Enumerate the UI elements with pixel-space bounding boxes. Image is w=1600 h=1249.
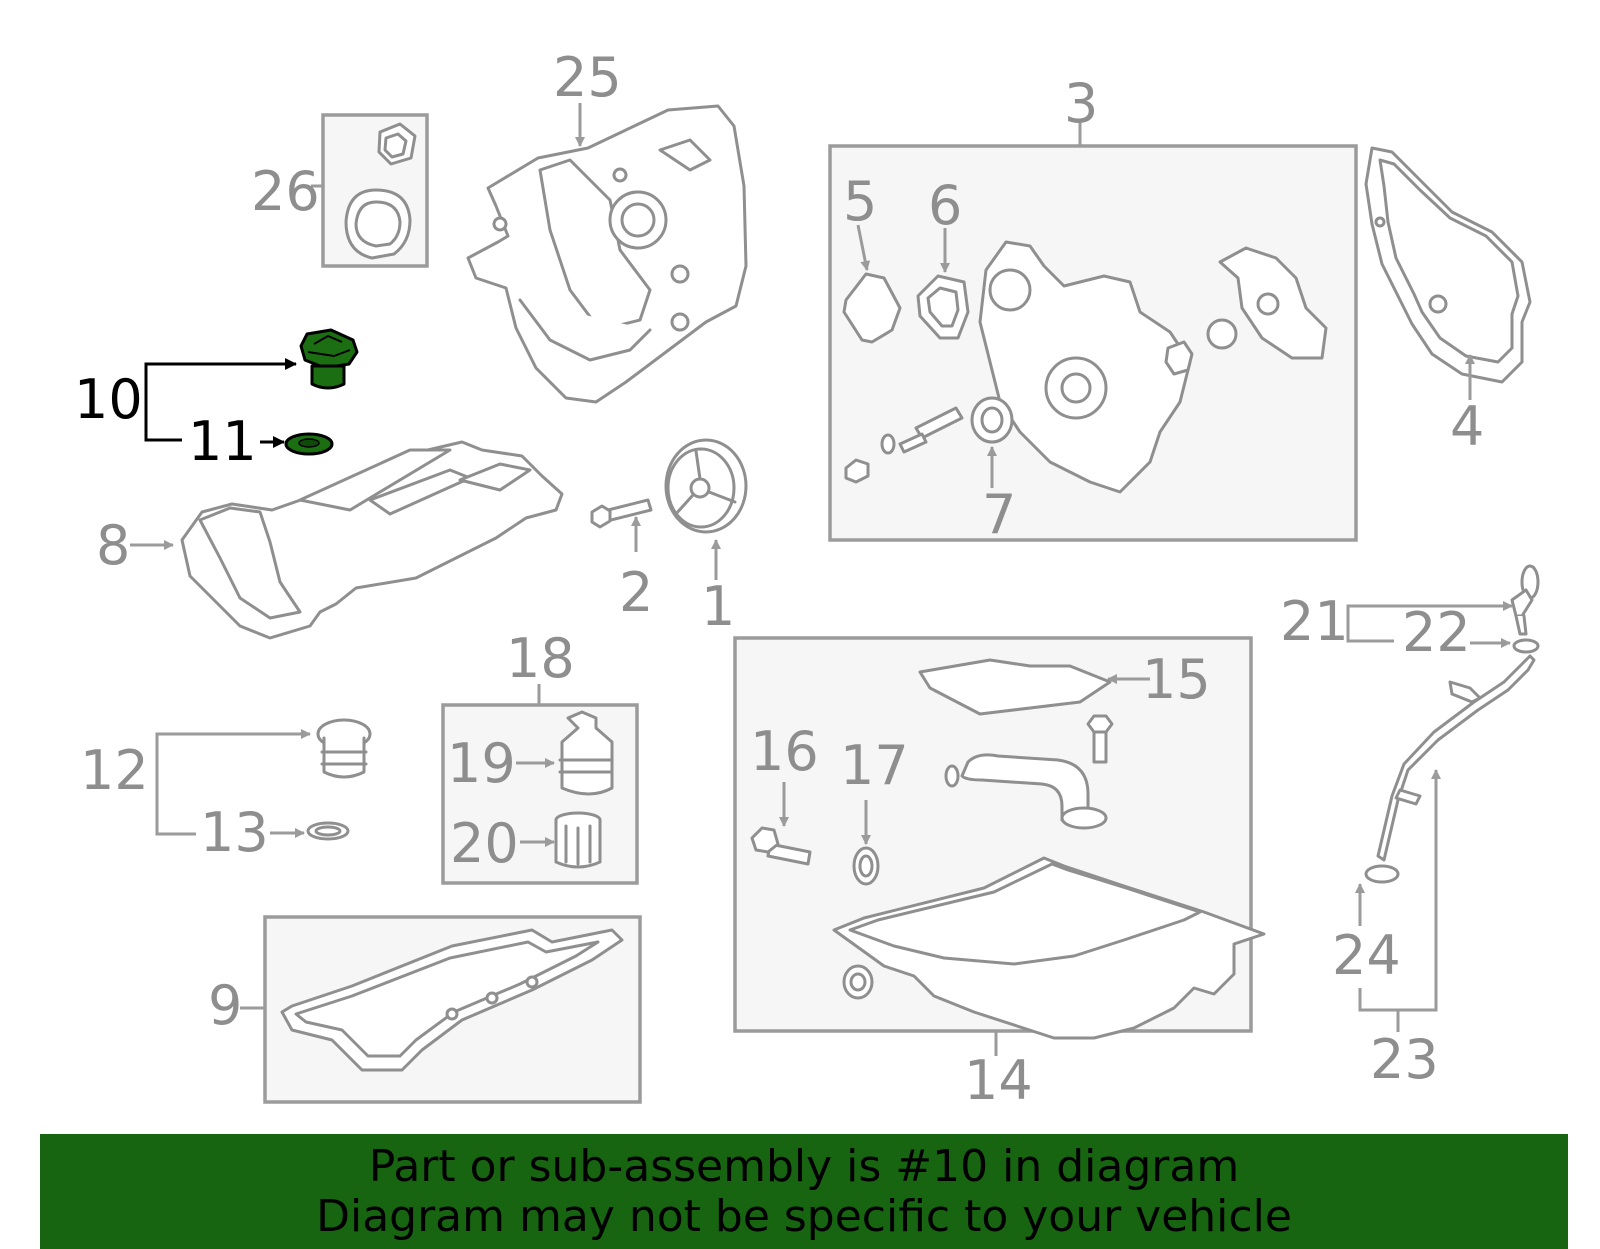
part-3-timing-cover [844, 240, 1328, 494]
part-16-bolt [750, 826, 812, 866]
callout-23: 23 [1370, 1028, 1439, 1091]
part-25-intake-manifold [466, 104, 748, 404]
part-26-gaskets [344, 122, 417, 260]
part-4-gasket [1364, 146, 1532, 384]
callout-6: 6 [928, 174, 962, 237]
callout-25: 25 [553, 46, 622, 109]
part-6-gasket [916, 274, 970, 340]
callout-7: 7 [982, 483, 1016, 546]
callout-2: 2 [619, 561, 653, 624]
part-10-oil-filler-cap[interactable] [299, 328, 359, 390]
callout-14: 14 [964, 1049, 1033, 1112]
part-19-filter-housing [558, 710, 614, 796]
callout-10[interactable]: 10 [74, 368, 143, 431]
callout-20: 20 [450, 812, 519, 875]
callout-13: 13 [200, 801, 269, 864]
callout-26: 26 [251, 160, 320, 223]
part-14-oil-pan [832, 856, 1266, 1040]
part-21-dipstick-handle [1510, 564, 1540, 636]
part-8-valve-cover [180, 440, 564, 640]
callout-11[interactable]: 11 [188, 410, 257, 473]
callout-5: 5 [843, 170, 877, 233]
callout-12: 12 [80, 739, 149, 802]
callout-15: 15 [1142, 648, 1211, 711]
part-24-seal [1364, 864, 1400, 884]
callout-9: 9 [208, 974, 242, 1037]
part-5-gasket [842, 272, 902, 344]
part-oil-pickup-tube [944, 714, 1114, 830]
part-17-washer [852, 846, 880, 886]
info-banner: Part or sub-assembly is #10 in diagram D… [40, 1134, 1568, 1249]
part-20-filter-element [554, 811, 602, 869]
part-11-seal[interactable] [284, 432, 334, 456]
banner-line-2: Diagram may not be specific to your vehi… [316, 1191, 1292, 1242]
callout-1: 1 [701, 575, 735, 638]
banner-line-1: Part or sub-assembly is #10 in diagram [368, 1141, 1240, 1192]
part-2-bolt [590, 498, 653, 529]
part-22-o-ring [1512, 638, 1540, 654]
callout-18: 18 [506, 627, 575, 690]
part-9-gasket [280, 928, 624, 1072]
callout-4: 4 [1450, 395, 1484, 458]
callout-3: 3 [1064, 72, 1098, 135]
part-1-pulley [664, 438, 748, 534]
callout-17: 17 [840, 734, 909, 797]
callout-24: 24 [1332, 924, 1401, 987]
part-13-seal [306, 821, 350, 841]
part-7-seal [970, 396, 1014, 444]
callout-19: 19 [447, 732, 516, 795]
callout-22: 22 [1402, 601, 1471, 664]
callout-16: 16 [750, 720, 819, 783]
leader-lines [130, 103, 1513, 1056]
part-23-dipstick-tube [1376, 654, 1536, 862]
callout-21: 21 [1280, 590, 1349, 653]
callout-8: 8 [96, 514, 130, 577]
part-12-cap [316, 718, 372, 779]
